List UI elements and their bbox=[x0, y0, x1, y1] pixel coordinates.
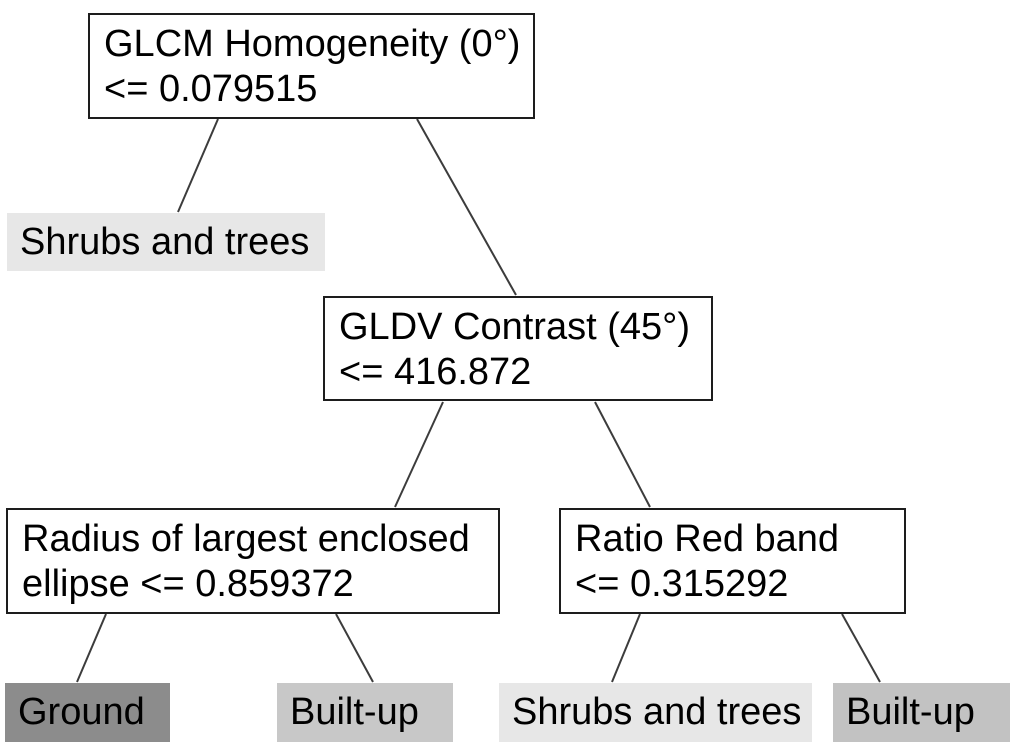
edge-ratio-to-shrubs2 bbox=[611, 613, 641, 683]
leaf-node-built-up-right: Built-up bbox=[833, 683, 1010, 742]
edge-root-to-shrubs1 bbox=[177, 118, 219, 213]
edge-gldv-to-radius bbox=[394, 401, 444, 508]
edge-gldv-to-ratio bbox=[594, 401, 651, 508]
decision-node-glcm-homogeneity: GLCM Homogeneity (0°) <= 0.079515 bbox=[88, 13, 535, 119]
leaf-node-shrubs-and-trees-left: Shrubs and trees bbox=[7, 213, 325, 271]
edge-radius-to-ground bbox=[76, 613, 107, 683]
leaf-node-ground: Ground bbox=[5, 683, 170, 742]
edge-root-to-gldv bbox=[416, 118, 517, 296]
edge-radius-to-builtup1 bbox=[335, 613, 374, 683]
edge-ratio-to-builtup2 bbox=[841, 613, 881, 683]
decision-node-radius-largest-enclosed-ellipse: Radius of largest enclosed ellipse <= 0.… bbox=[6, 508, 500, 614]
decision-node-gldv-contrast: GLDV Contrast (45°) <= 416.872 bbox=[323, 296, 713, 401]
leaf-node-shrubs-and-trees-right: Shrubs and trees bbox=[499, 683, 812, 742]
leaf-node-built-up-left: Built-up bbox=[277, 683, 453, 742]
decision-node-ratio-red-band: Ratio Red band <= 0.315292 bbox=[559, 508, 906, 614]
